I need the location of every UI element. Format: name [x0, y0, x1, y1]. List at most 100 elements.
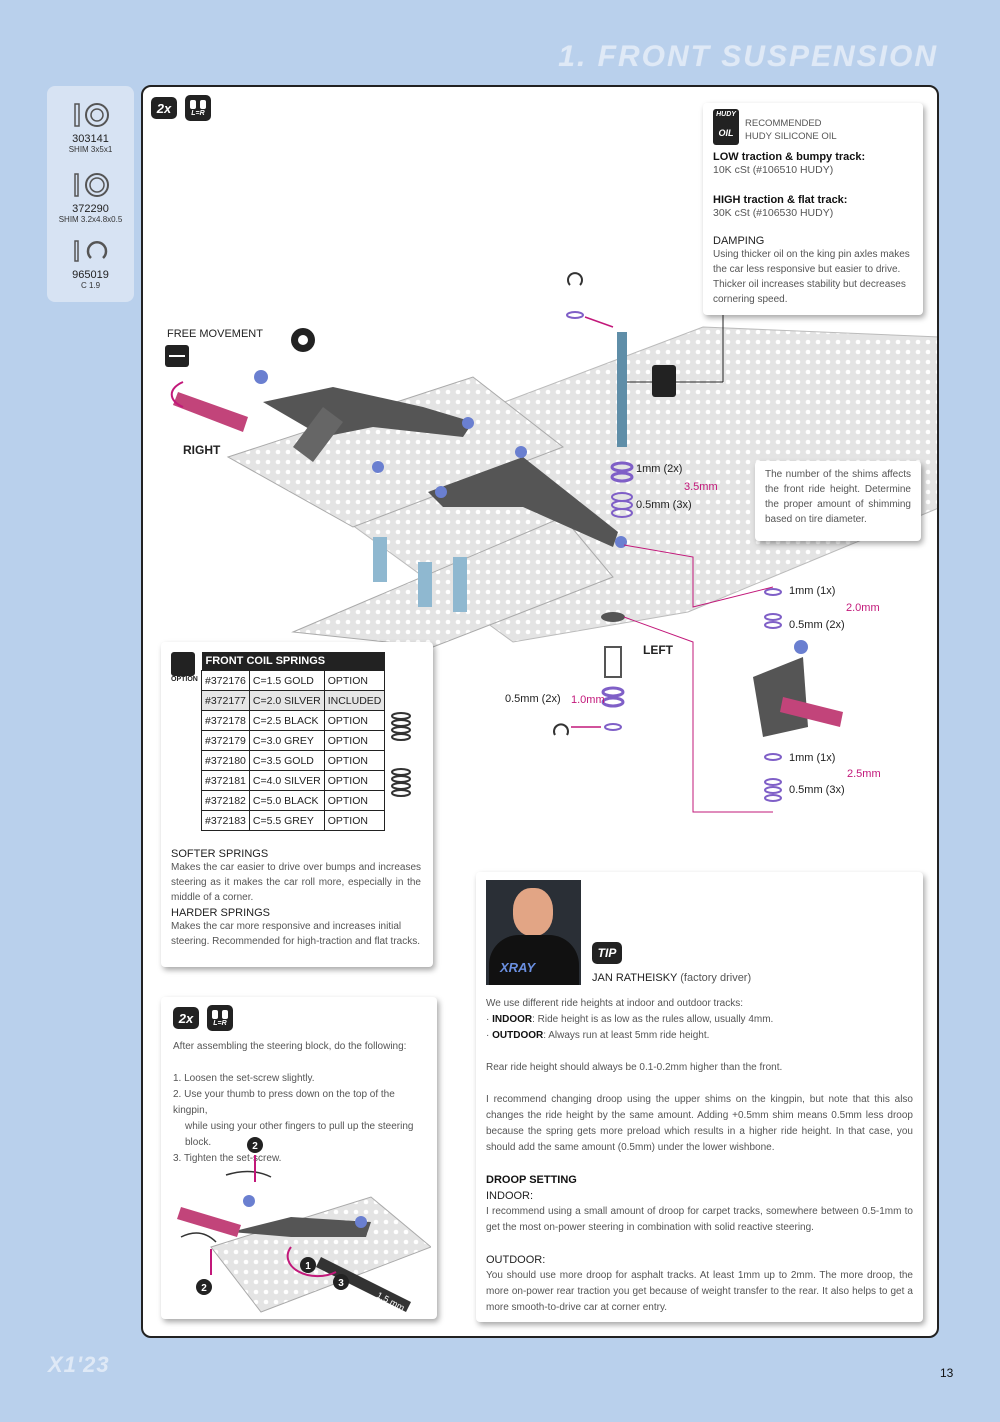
marker-1-label: 1: [305, 1261, 311, 1272]
spring-rate: C=2.5 BLACK: [248, 710, 325, 731]
spring-status: INCLUDED: [323, 690, 386, 711]
high-traction-value: 30K cSt (#106530 HUDY): [713, 207, 834, 219]
xray-logo: XRAY: [500, 960, 536, 975]
marker-2: [196, 1279, 212, 1295]
spring-status: OPTION: [323, 770, 386, 791]
shims-note-text: The number of the shims affects the fron…: [765, 469, 911, 525]
part-number: 372290: [72, 203, 109, 215]
model-logo: X1'23: [48, 1352, 110, 1377]
oil-product: HUDY SILICONE OIL: [745, 131, 837, 142]
indoor-title: INDOOR:: [486, 1190, 534, 1202]
author-name: JAN RATHEISKY: [592, 972, 678, 984]
part-desc: SHIM 3.2x4.8x0.5: [58, 215, 123, 224]
hudy-brand: HUDY: [716, 111, 736, 118]
free-movement-label: FREE MOVEMENT: [167, 328, 263, 340]
shim: [764, 753, 782, 761]
post: [373, 537, 387, 582]
ball-stud: [794, 640, 808, 654]
tip-intro: We use different ride heights at indoor …: [486, 998, 744, 1009]
axle-right: [173, 392, 248, 432]
shim: [764, 778, 782, 786]
thumb-outline: [225, 1170, 272, 1178]
arrow-line: [584, 316, 614, 328]
spring-part: #372181: [201, 770, 250, 791]
steering-step-2b: while using your other fingers to pull u…: [185, 1121, 414, 1148]
marker-2-label: 2: [252, 1141, 258, 1152]
lower-shim-total: 1.0mm: [571, 694, 605, 706]
harder-springs-text: Makes the car more responsive and increa…: [171, 921, 421, 947]
post: [418, 562, 432, 607]
steering-step-3: 3. Tighten the set-screw.: [173, 1153, 282, 1164]
shim: [764, 621, 782, 629]
spring-status: OPTION: [323, 670, 386, 691]
pair-icon: [190, 100, 206, 109]
spring-part: #372180: [201, 750, 250, 771]
spring-status: OPTION: [323, 710, 386, 731]
low-traction-value: 10K cSt (#106510 HUDY): [713, 164, 834, 176]
steering-step-1: 1. Loosen the set-screw slightly.: [173, 1073, 315, 1084]
driver-face: [513, 888, 553, 936]
king-pin: [617, 332, 627, 447]
tip-badge: TIP: [592, 942, 622, 964]
right-label: RIGHT: [183, 443, 221, 457]
droop-paragraph: I recommend changing droop using the upp…: [486, 1094, 913, 1153]
steering-block-right: [293, 407, 343, 462]
thumbs-up-icon: [171, 652, 195, 676]
top-shim-total: 2.0mm: [846, 602, 880, 614]
spring-rate: C=1.5 GOLD: [248, 670, 325, 691]
spring-icons: [391, 712, 411, 797]
lower-shim-05mm: 0.5mm (2x): [505, 693, 561, 705]
marker-1: [300, 1257, 316, 1273]
steering-card: 2x L=R After assembling the steering blo…: [161, 997, 437, 1319]
e-clip-icon: [73, 240, 107, 262]
marker-2-label: 2: [201, 1283, 207, 1294]
e-clip: [553, 723, 569, 736]
quantity-badge: 2x: [151, 97, 177, 119]
top-shim-05mm: 0.5mm (2x): [789, 619, 845, 631]
indoor-paragraph: I recommend using a small amount of droo…: [486, 1206, 913, 1233]
springs-table-title: FRONT COIL SPRINGS: [201, 652, 385, 671]
spring-rate: C=5.0 BLACK: [248, 790, 325, 811]
shim: [601, 696, 625, 708]
shim: [601, 686, 625, 698]
spring-status: OPTION: [323, 750, 386, 771]
marker-3: [333, 1274, 349, 1290]
spring-rate: C=2.0 SILVER: [248, 690, 325, 711]
post: [453, 557, 467, 612]
finger-outline: [180, 1232, 217, 1243]
marker-3-label: 3: [338, 1278, 344, 1289]
shim: [604, 723, 622, 731]
shim: [610, 461, 634, 473]
spring-rate: C=3.0 GREY: [248, 730, 325, 751]
marker-2: [247, 1137, 263, 1153]
upper-shim-total: 3.5mm: [684, 481, 718, 493]
softer-springs-text: Makes the car easier to drive over bumps…: [171, 862, 421, 903]
page-number: 13: [940, 1366, 954, 1380]
spring-rate: C=3.5 GOLD: [248, 750, 325, 771]
spring-part: #372182: [201, 790, 250, 811]
shim-icon: [73, 103, 109, 127]
damping-title: DAMPING: [713, 235, 765, 247]
shim-icon: [73, 173, 109, 197]
rotation-arrow: [170, 381, 184, 408]
recommended-label: RECOMMENDED: [745, 118, 822, 129]
shim: [764, 613, 782, 621]
spring-rate: C=4.0 SILVER: [248, 770, 325, 791]
part-desc: SHIM 3x5x1: [68, 145, 113, 154]
clip-groove: [566, 311, 584, 319]
outdoor-paragraph: You should use more droop for asphalt tr…: [486, 1270, 913, 1313]
shims-note: The number of the shims affects the fron…: [755, 461, 921, 541]
shim: [764, 588, 782, 596]
ball-stud: [462, 417, 474, 429]
outdoor-title: OUTDOOR:: [486, 1254, 546, 1266]
left-right-badge: L=R: [185, 95, 211, 121]
hudy-oil-icon: HUDY OIL: [713, 109, 739, 145]
steering-block-detail: [753, 657, 808, 737]
left-right-badge: L=R: [207, 1005, 233, 1031]
low-traction-title: LOW traction & bumpy track:: [713, 151, 866, 163]
